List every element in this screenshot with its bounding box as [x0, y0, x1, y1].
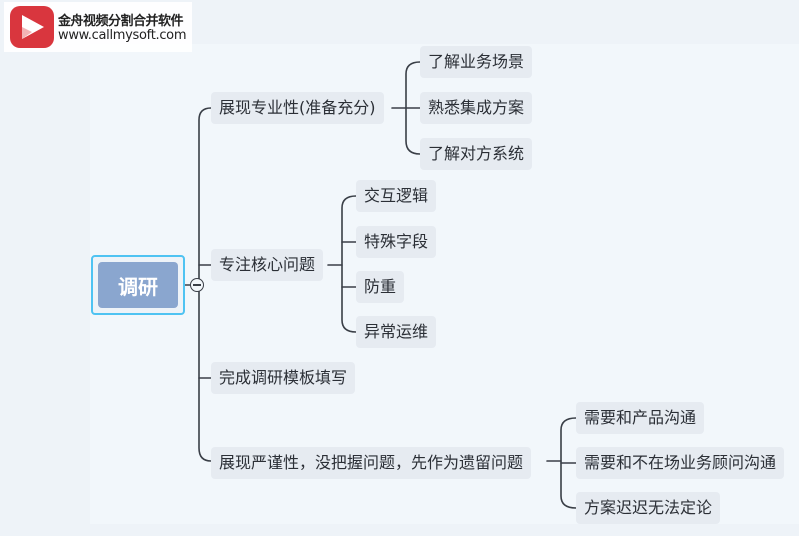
branch-node-core-issues[interactable]: 专注核心问题: [211, 249, 324, 281]
branch-node-rigor[interactable]: 展现严谨性，没把握问题，先作为遗留问题: [211, 447, 532, 479]
leaf-node[interactable]: 方案迟迟无法定论: [576, 492, 721, 524]
play-logo-icon: [10, 6, 54, 48]
root-node[interactable]: 调研: [91, 255, 185, 315]
leaf-node[interactable]: 了解对方系统: [420, 138, 533, 170]
leaf-node[interactable]: 了解业务场景: [420, 46, 533, 78]
watermark-line2: www.callmysoft.com: [58, 28, 187, 43]
collapse-toggle-icon[interactable]: [190, 278, 204, 292]
leaf-node[interactable]: 需要和不在场业务顾问沟通: [576, 447, 785, 479]
watermark-logo: 金舟视频分割合并软件 www.callmysoft.com: [4, 2, 192, 52]
leaf-node[interactable]: 熟悉集成方案: [420, 92, 533, 124]
leaf-node[interactable]: 异常运维: [356, 316, 437, 348]
leaf-node[interactable]: 特殊字段: [356, 226, 437, 258]
leaf-node[interactable]: 需要和产品沟通: [576, 402, 705, 434]
canvas-panel: [90, 44, 799, 524]
watermark-line1: 金舟视频分割合并软件: [58, 14, 184, 29]
leaf-node[interactable]: 防重: [356, 271, 405, 303]
leaf-node[interactable]: 交互逻辑: [356, 180, 437, 212]
branch-node-professionalism[interactable]: 展现专业性(准备充分): [211, 92, 384, 124]
connector-b2-trunk: [341, 195, 357, 333]
root-label: 调研: [98, 262, 178, 308]
branch-node-template[interactable]: 完成调研模板填写: [211, 362, 356, 394]
